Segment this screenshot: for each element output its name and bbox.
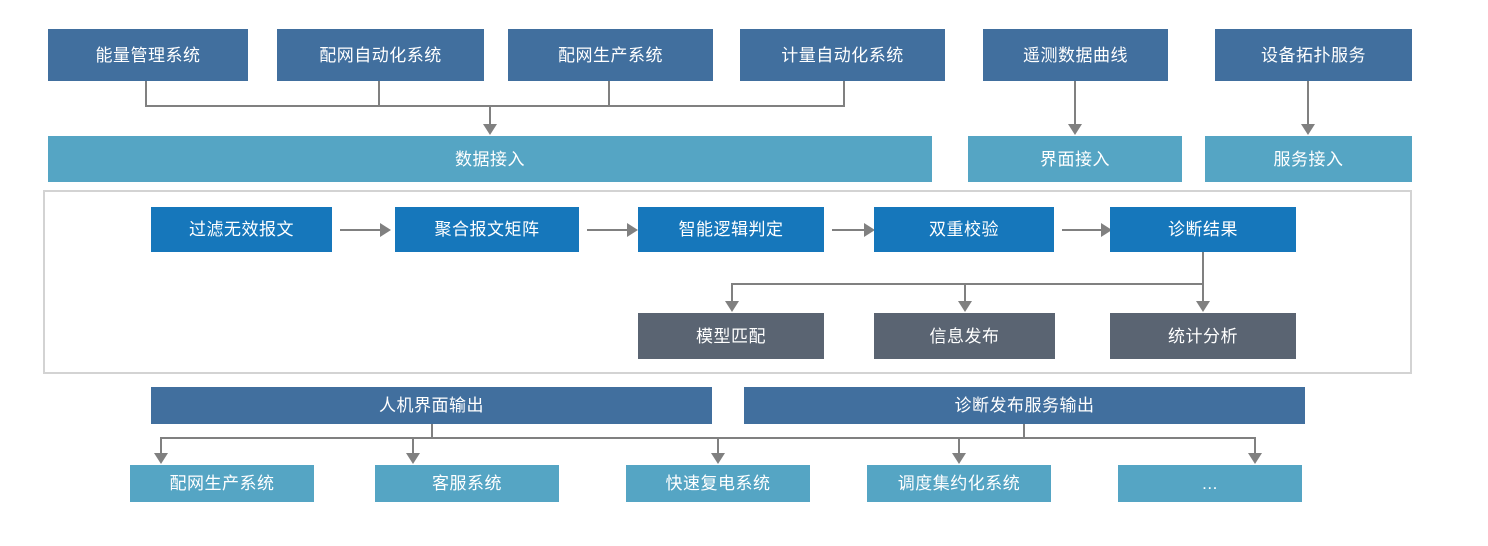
result-box-statistical-analysis[interactable]: 统计分析 (1110, 313, 1296, 359)
process-box-aggregate-message-matrix[interactable]: 聚合报文矩阵 (395, 207, 579, 252)
consumer-box-rapid-restoration[interactable]: 快速复电系统 (626, 465, 810, 502)
source-label: 配网生产系统 (558, 45, 663, 65)
arrow-head-service-access (1301, 124, 1315, 135)
connector-result-drop (1202, 252, 1204, 285)
arrow-head-rapid-restoration (711, 453, 725, 464)
output-box-diagnosis-publish-service-output[interactable]: 诊断发布服务输出 (744, 387, 1305, 424)
process-box-intelligent-logic-judgment[interactable]: 智能逻辑判定 (638, 207, 824, 252)
process-label: 诊断结果 (1168, 220, 1238, 239)
arrow-head-ui-access (1068, 124, 1082, 135)
process-label: 双重校验 (929, 220, 999, 239)
source-box-distribution-automation[interactable]: 配网自动化系统 (277, 29, 484, 81)
consumer-box-distribution-production[interactable]: 配网生产系统 (130, 465, 314, 502)
result-label: 信息发布 (929, 326, 1000, 346)
source-box-energy-management[interactable]: 能量管理系统 (48, 29, 248, 81)
result-label: 统计分析 (1168, 326, 1238, 346)
connector-source-bus-to-data-access (489, 105, 491, 125)
consumer-label: 配网生产系统 (169, 474, 275, 493)
connector-process-3-4 (832, 229, 867, 231)
source-label: 遥测数据曲线 (1023, 45, 1128, 65)
connector-output-bus (160, 437, 1255, 439)
connector-result-branch-statistics (1202, 283, 1204, 302)
consumer-label: 客服系统 (432, 474, 502, 493)
consumer-box-customer-service[interactable]: 客服系统 (375, 465, 559, 502)
arrow-head-process-4 (864, 223, 875, 237)
source-label: 设备拓扑服务 (1261, 45, 1366, 65)
arrow-head-customer-service (406, 453, 420, 464)
source-box-device-topology-service[interactable]: 设备拓扑服务 (1215, 29, 1412, 81)
connector-output-branch-rapid-restoration (717, 437, 719, 454)
output-label: 人机界面输出 (379, 396, 484, 415)
arrow-head-process-5 (1101, 223, 1112, 237)
source-label: 计量自动化系统 (781, 45, 904, 65)
process-box-diagnosis-result[interactable]: 诊断结果 (1110, 207, 1296, 252)
connector-output-branch-customer-service (412, 437, 414, 454)
source-label: 能量管理系统 (95, 45, 201, 65)
connector-process-4-5 (1062, 229, 1103, 231)
result-label: 模型匹配 (696, 326, 766, 346)
arrow-head-statistics (1196, 301, 1210, 312)
access-box-ui-access[interactable]: 界面接入 (968, 136, 1182, 182)
arrow-head-dispatch-intensive (952, 453, 966, 464)
process-box-filter-invalid-messages[interactable]: 过滤无效报文 (151, 207, 332, 252)
connector-diagnosis-output-drop (1023, 424, 1025, 439)
consumer-label: 调度集约化系统 (897, 474, 1021, 493)
access-box-service-access[interactable]: 服务接入 (1205, 136, 1412, 182)
process-label: 智能逻辑判定 (678, 220, 784, 239)
source-label: 配网自动化系统 (319, 45, 442, 65)
output-label: 诊断发布服务输出 (954, 396, 1095, 415)
connector-process-1-2 (340, 229, 381, 231)
connector-hmi-output-drop (431, 424, 433, 439)
connector-output-branch-dispatch-intensive (958, 437, 960, 454)
arrow-head-model-match (725, 301, 739, 312)
result-box-info-publish[interactable]: 信息发布 (874, 313, 1055, 359)
connector-source-drop-4 (843, 81, 845, 107)
consumer-box-dispatch-intensive[interactable]: 调度集约化系统 (867, 465, 1051, 502)
arrow-head-process-2 (380, 223, 391, 237)
arrow-head-more (1248, 453, 1262, 464)
consumer-label: ... (1202, 474, 1218, 493)
connector-result-bus (731, 283, 1204, 285)
arrow-head-distribution-production (154, 453, 168, 464)
connector-telemetry-to-ui-access (1074, 81, 1076, 125)
connector-topology-to-service-access (1307, 81, 1309, 125)
output-box-hmi-output[interactable]: 人机界面输出 (151, 387, 712, 424)
connector-result-branch-model-match (731, 283, 733, 302)
source-box-metering-automation[interactable]: 计量自动化系统 (740, 29, 945, 81)
connector-source-drop-2 (378, 81, 380, 107)
connector-process-2-3 (587, 229, 628, 231)
consumer-box-more[interactable]: ... (1118, 465, 1302, 502)
connector-source-drop-3 (608, 81, 610, 107)
connector-output-branch-more (1254, 437, 1256, 454)
source-box-distribution-production[interactable]: 配网生产系统 (508, 29, 713, 81)
arrow-head-process-3 (627, 223, 638, 237)
access-label: 服务接入 (1273, 149, 1344, 169)
process-box-double-verification[interactable]: 双重校验 (874, 207, 1054, 252)
access-label: 数据接入 (455, 149, 525, 169)
result-box-model-match[interactable]: 模型匹配 (638, 313, 824, 359)
process-label: 过滤无效报文 (189, 220, 294, 239)
arrow-head-data-access (483, 124, 497, 135)
consumer-label: 快速复电系统 (665, 474, 771, 493)
source-box-telemetry-curve[interactable]: 遥测数据曲线 (983, 29, 1168, 81)
access-label: 界面接入 (1040, 149, 1110, 169)
connector-source-drop-1 (145, 81, 147, 107)
process-label: 聚合报文矩阵 (434, 220, 540, 239)
access-box-data-access[interactable]: 数据接入 (48, 136, 932, 182)
connector-source-bus (145, 105, 845, 107)
connector-output-branch-distribution-production (160, 437, 162, 454)
connector-result-branch-info-publish (964, 283, 966, 302)
arrow-head-info-publish (958, 301, 972, 312)
